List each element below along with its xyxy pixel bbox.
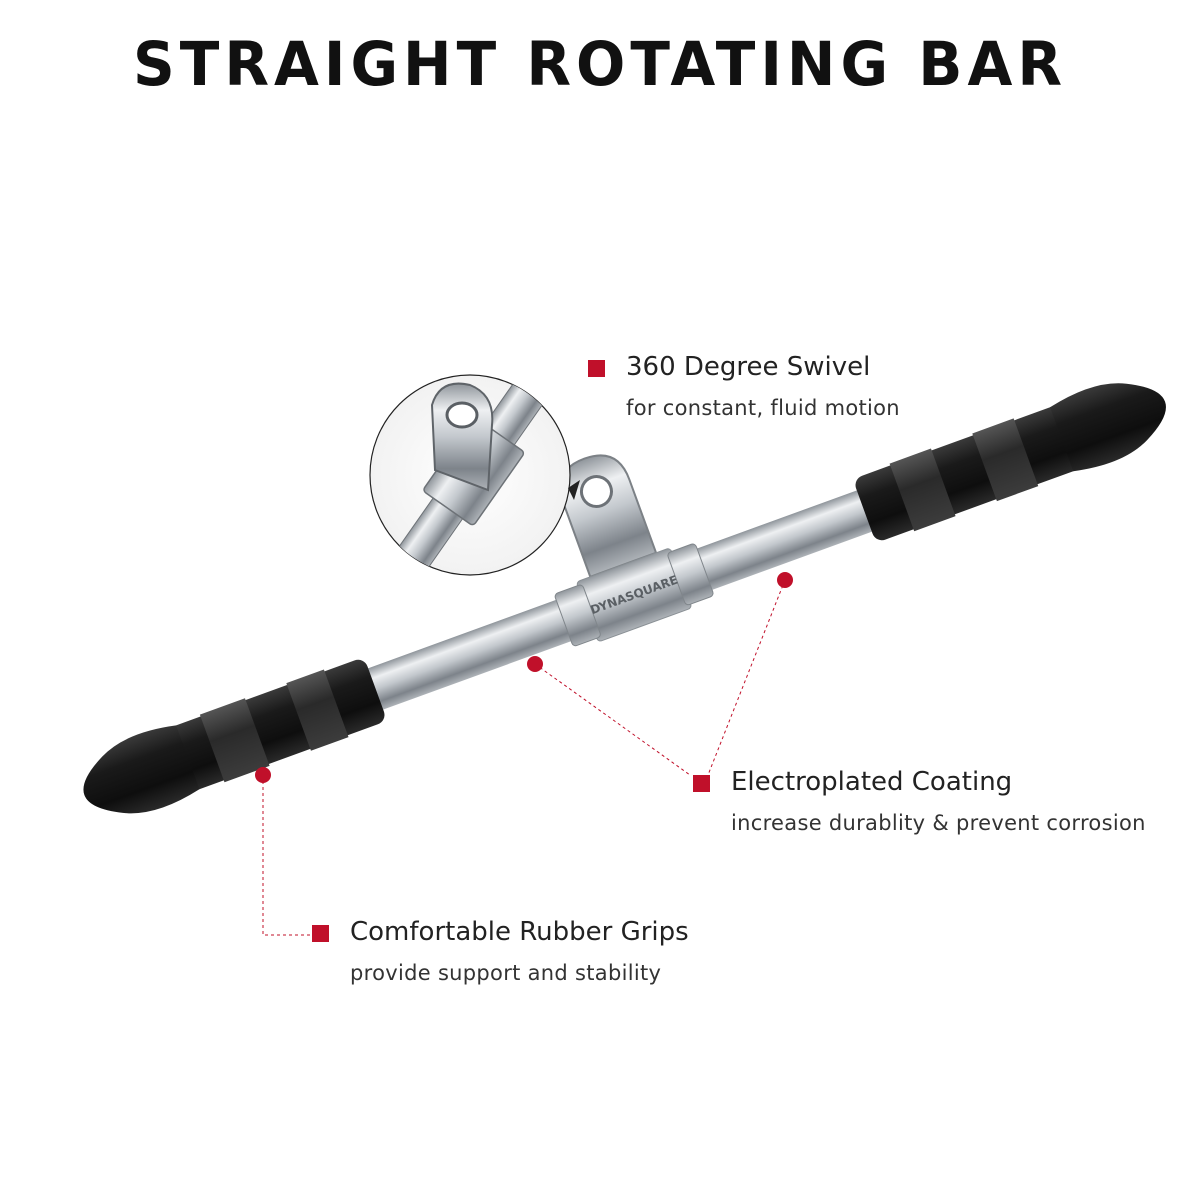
swivel-hub: DYNASQUARE bbox=[554, 543, 714, 647]
right-grip bbox=[855, 383, 1166, 541]
feature-heading: 360 Degree Swivel bbox=[626, 352, 871, 382]
left-grip bbox=[83, 659, 385, 814]
callout-dot-shaft-right bbox=[777, 572, 793, 588]
callout-lines bbox=[262, 579, 786, 936]
feature-marker bbox=[312, 925, 329, 942]
feature-marker bbox=[588, 360, 605, 377]
callout-dots bbox=[255, 572, 793, 783]
page-title: STRAIGHT ROTATING BAR bbox=[132, 28, 1068, 100]
feature-description: for constant, fluid motion bbox=[626, 396, 900, 420]
callout-dot-shaft-left bbox=[527, 656, 543, 672]
swivel-zoom-inset bbox=[369, 374, 580, 576]
feature-marker bbox=[693, 775, 710, 792]
feature-heading: Electroplated Coating bbox=[731, 767, 1013, 797]
feature-description: increase durablity & prevent corrosion bbox=[731, 811, 1146, 835]
feature-heading: Comfortable Rubber Grips bbox=[350, 917, 689, 947]
leader-line-coating-left bbox=[534, 663, 691, 776]
feature-description: provide support and stability bbox=[350, 961, 662, 985]
callout-dot-grip bbox=[255, 767, 271, 783]
leader-line-grip bbox=[262, 775, 312, 936]
rotating-bar: DYNASQUARE bbox=[83, 383, 1166, 814]
leader-line-coating-right bbox=[707, 579, 786, 776]
